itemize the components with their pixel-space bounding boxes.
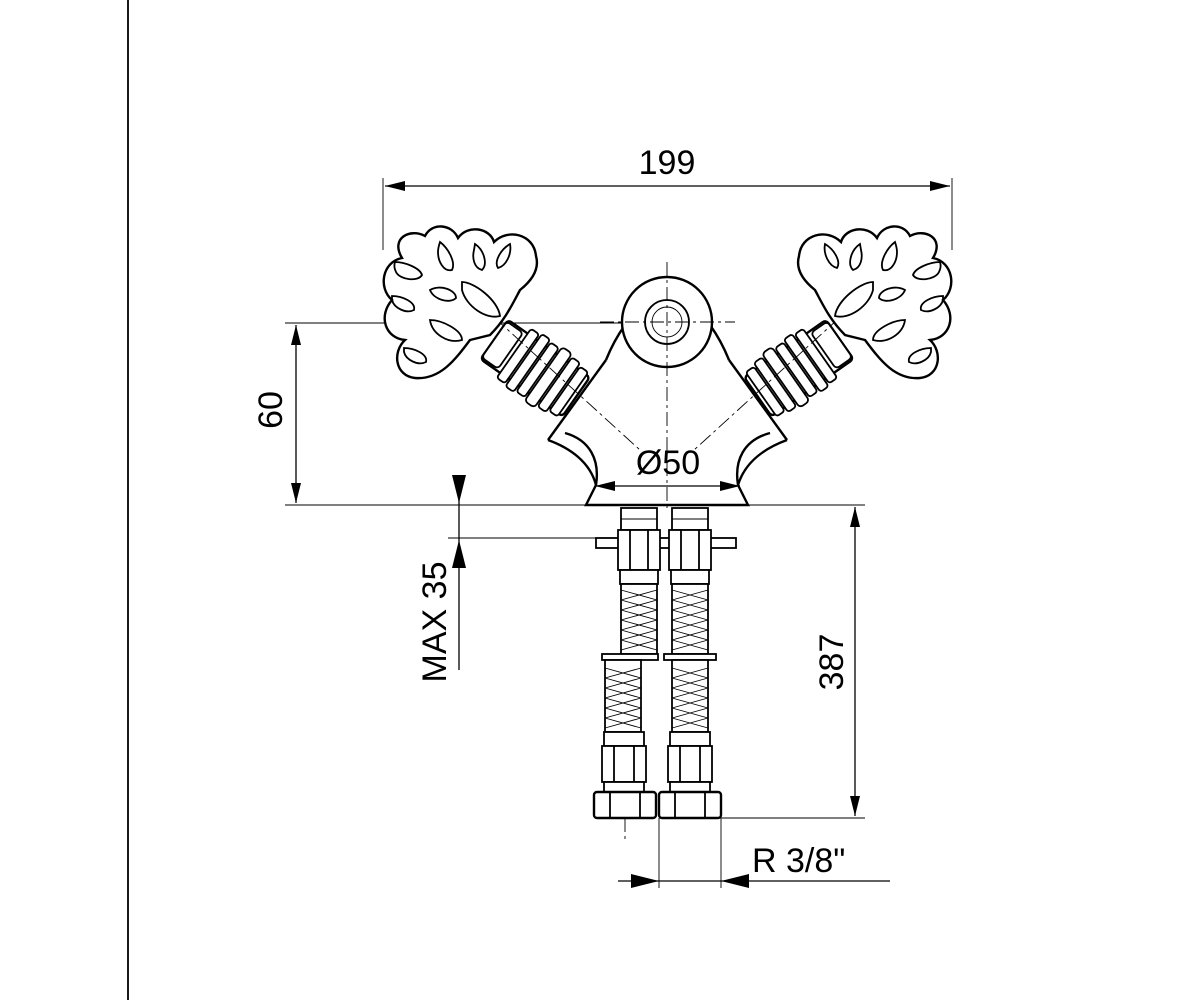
dimension-label-diameter: Ø50 bbox=[636, 444, 700, 482]
dimension-height: 60 bbox=[252, 322, 865, 506]
left-handle-ornament bbox=[382, 225, 539, 380]
mounting-plate bbox=[595, 537, 737, 549]
dimension-label-thread: R 3/8" bbox=[752, 842, 845, 880]
right-supply-hose bbox=[657, 507, 723, 820]
dimension-hose-length: 387 bbox=[720, 507, 865, 819]
dimension-label-60: 60 bbox=[252, 391, 290, 429]
dimension-overall-width: 199 bbox=[382, 144, 953, 250]
faucet-body bbox=[547, 262, 788, 510]
dimension-base-diameter: Ø50 bbox=[595, 444, 740, 491]
dimension-label-199: 199 bbox=[639, 144, 696, 182]
right-arm-sleeves bbox=[744, 320, 854, 417]
dimension-label-max-35: MAX 35 bbox=[416, 562, 454, 683]
dimension-label-387: 387 bbox=[813, 634, 851, 691]
left-supply-hose bbox=[592, 507, 661, 840]
dimension-thread: R 3/8" bbox=[618, 818, 890, 888]
right-handle-ornament bbox=[796, 225, 953, 380]
left-arm-sleeves bbox=[480, 320, 590, 417]
